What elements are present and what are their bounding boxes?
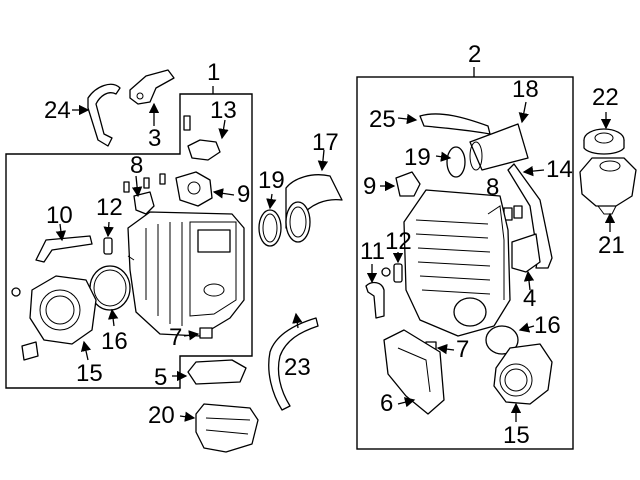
- callout-9-right: 9: [363, 173, 377, 200]
- callout-12-right: 12: [385, 228, 412, 255]
- callout-7-right: 7: [456, 336, 470, 363]
- valve-part-8: [133, 191, 155, 215]
- duct-part-18: [469, 123, 529, 171]
- solenoid-part-9-right: [395, 171, 421, 197]
- callout-16-left: 16: [101, 328, 128, 355]
- throttle-body-part-15-right: [493, 343, 553, 405]
- pipe-part-14: [507, 163, 553, 269]
- hose-part-25: [419, 113, 491, 135]
- callout-23: 23: [284, 354, 311, 381]
- callout-25: 25: [369, 106, 396, 133]
- throttle-body-part-15: [29, 275, 97, 345]
- callout-11: 11: [360, 238, 385, 265]
- callout-7-left: 7: [169, 324, 183, 351]
- callout-22: 22: [592, 84, 619, 111]
- bracket-part-6: [383, 329, 445, 415]
- reservoir-part-21: [579, 157, 637, 207]
- callout-6: 6: [380, 390, 394, 417]
- callout-group-2: 2: [468, 41, 482, 68]
- callout-9-left: 9: [237, 181, 251, 208]
- solenoid-part-9: [175, 171, 213, 207]
- callout-21: 21: [598, 232, 625, 259]
- callout-5: 5: [154, 364, 168, 391]
- callout-12-left: 12: [96, 194, 123, 221]
- sensor-part-13: [187, 139, 221, 161]
- clamp-part-19: [258, 209, 282, 247]
- gasket-part-16-right: [485, 325, 519, 355]
- group-1-outline: [5, 93, 253, 389]
- hose-part-23: [268, 317, 319, 411]
- callout-4: 4: [523, 285, 537, 312]
- callout-18: 18: [512, 76, 539, 103]
- tube-part-10: [35, 235, 93, 263]
- callout-8-right: 8: [486, 174, 500, 201]
- callout-24: 24: [44, 97, 71, 124]
- callout-14: 14: [546, 156, 573, 183]
- callout-16-right: 16: [534, 312, 561, 339]
- group-2-outline: [356, 76, 574, 450]
- callout-17: 17: [312, 129, 339, 156]
- callout-8-left: 8: [130, 152, 144, 179]
- bolt-part-12: [103, 237, 113, 255]
- hose-part-24: [87, 83, 121, 147]
- callout-13: 13: [210, 97, 237, 124]
- callout-3: 3: [148, 125, 162, 152]
- callout-10: 10: [46, 202, 73, 229]
- clamp-part-19-right: [446, 146, 466, 178]
- plug-part-7: [199, 327, 213, 339]
- callout-group-1: 1: [207, 59, 221, 86]
- callout-19-left: 19: [258, 167, 285, 194]
- callout-20: 20: [148, 402, 175, 429]
- callout-15-left: 15: [76, 360, 103, 387]
- bracket-part-3: [129, 69, 175, 105]
- bracket-part-4: [511, 233, 541, 273]
- bolt-part-12-right: [393, 263, 403, 283]
- pipe-part-11: [365, 281, 385, 319]
- callout-19-right: 19: [404, 144, 431, 171]
- callout-15-right: 15: [503, 422, 530, 449]
- cover-part-20: [195, 403, 259, 453]
- bracket-part-5: [187, 359, 247, 385]
- intercooler-group-2: [403, 189, 511, 337]
